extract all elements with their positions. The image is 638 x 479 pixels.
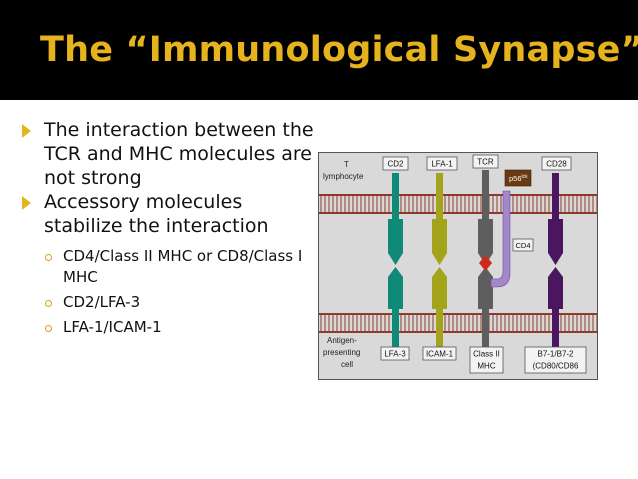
synapse-diagram: T lymphocyte Antigen- presenting cell CD… (318, 152, 598, 380)
sub-bullet-text: CD4/Class II MHC or CD8/Class I MHC (63, 247, 303, 286)
bullet-list: The interaction between the TCR and MHC … (18, 118, 318, 338)
cd2-lfa3-molecule (388, 173, 403, 347)
bullet-item: Accessory molecules stabilize the intera… (18, 190, 318, 238)
label-cd4: CD4 (512, 238, 534, 252)
cd28-b7-molecule (548, 173, 563, 347)
sub-bullet-text: LFA-1/ICAM-1 (63, 318, 162, 336)
bullet-text: The interaction between the TCR and MHC … (44, 119, 314, 189)
svg-text:B7-1/B7-2: B7-1/B7-2 (537, 350, 574, 359)
bullet-arrow-icon (22, 196, 31, 210)
cd4-molecule (490, 190, 511, 288)
sub-bullet-ring-icon (45, 254, 52, 261)
label-lfa1: LFA-1 (426, 156, 458, 171)
svg-text:LFA-3: LFA-3 (384, 350, 406, 359)
label-cd2: CD2 (382, 156, 409, 171)
tcr-mhc-molecule (478, 170, 493, 347)
label-b7: B7-1/B7-2 (CD80/CD86 (524, 346, 587, 374)
sub-bullet-item: CD2/LFA-3 (18, 292, 318, 313)
svg-text:LFA-1: LFA-1 (431, 160, 453, 169)
slide-title: The “Immunological Synapse” (40, 30, 638, 70)
t-cell-label: lymphocyte (323, 172, 364, 181)
label-icam1: ICAM-1 (422, 346, 457, 361)
svg-text:(CD80/CD86: (CD80/CD86 (533, 362, 579, 371)
sub-bullet-ring-icon (45, 300, 52, 307)
label-lfa3: LFA-3 (380, 346, 410, 361)
svg-text:CD28: CD28 (546, 160, 567, 169)
lfa1-icam1-molecule (432, 173, 447, 347)
peptide-diamond-icon (479, 255, 492, 271)
synapse-diagram-svg: T lymphocyte Antigen- presenting cell CD… (319, 154, 597, 374)
sub-bullet-text: CD2/LFA-3 (63, 293, 141, 311)
svg-text:MHC: MHC (477, 362, 495, 371)
t-cell-membrane (319, 195, 597, 213)
p56lck-box: p56lck (504, 169, 532, 187)
svg-text:TCR: TCR (477, 158, 494, 167)
svg-text:p56lck: p56lck (509, 174, 528, 183)
label-cd28: CD28 (541, 156, 572, 171)
svg-text:CD4: CD4 (515, 241, 530, 250)
sub-bullet-item: LFA-1/ICAM-1 (18, 317, 318, 338)
svg-text:Class II: Class II (473, 350, 500, 359)
title-bar: The “Immunological Synapse” (0, 0, 638, 100)
bullet-arrow-icon (22, 124, 31, 138)
apc-label: presenting (323, 348, 360, 357)
sub-bullet-item: CD4/Class II MHC or CD8/Class I MHC (18, 246, 318, 288)
label-tcr: TCR (472, 154, 499, 169)
apc-membrane (319, 314, 597, 332)
svg-text:CD2: CD2 (387, 160, 404, 169)
sub-bullet-ring-icon (45, 325, 52, 332)
bullet-item: The interaction between the TCR and MHC … (18, 118, 318, 190)
label-class-ii-mhc: Class II MHC (469, 346, 504, 374)
apc-label: cell (341, 360, 353, 369)
svg-text:ICAM-1: ICAM-1 (426, 350, 454, 359)
apc-label: Antigen- (327, 336, 357, 345)
t-cell-label: T (344, 160, 349, 169)
bullet-text: Accessory molecules stabilize the intera… (44, 191, 269, 237)
